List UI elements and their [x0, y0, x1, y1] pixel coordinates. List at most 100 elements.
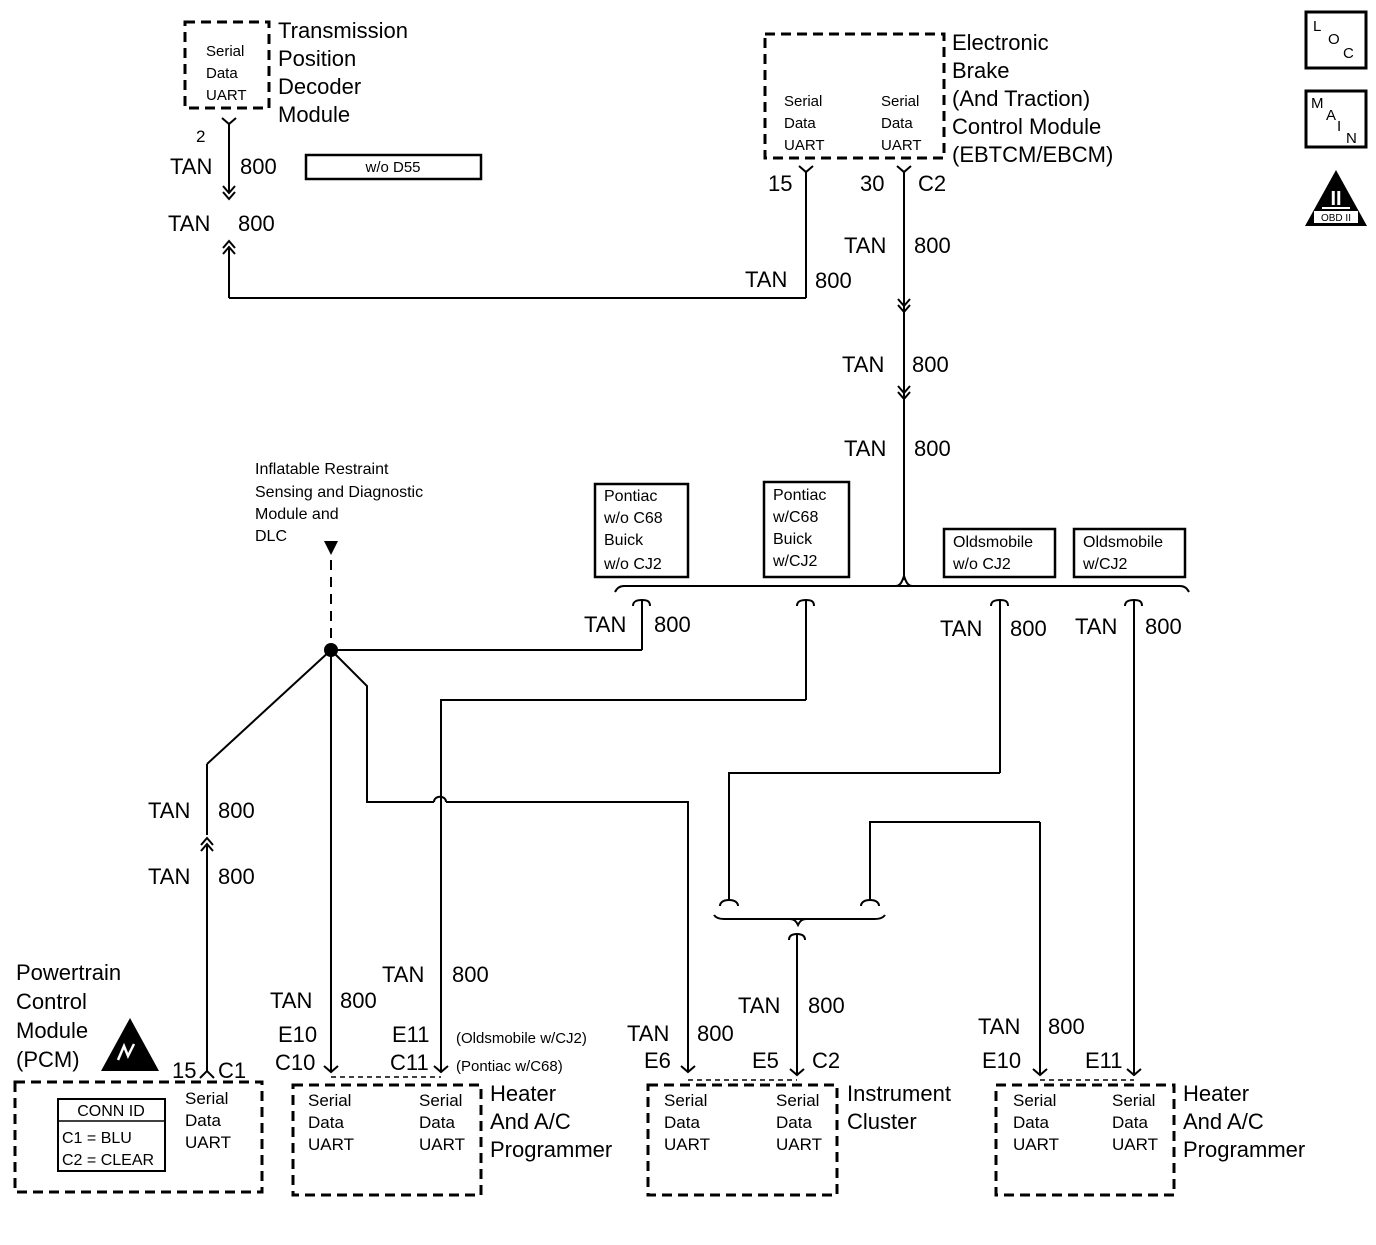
wire-circuit: 800 [238, 211, 275, 236]
wire-color: TAN [844, 436, 886, 461]
hvac-left-name: Heater [490, 1081, 556, 1106]
svg-text:UART: UART [776, 1135, 822, 1154]
svg-text:Serial: Serial [664, 1091, 707, 1110]
cluster-name: Cluster [847, 1109, 917, 1134]
wire-circuit: 800 [1010, 616, 1047, 641]
wire-circuit: 800 [697, 1021, 734, 1046]
wire-color: TAN [842, 352, 884, 377]
svg-text:I: I [1337, 118, 1341, 135]
hvac-left-box [291, 1083, 483, 1197]
svg-text:w/CJ2: w/CJ2 [772, 553, 818, 570]
arrow-down-icon [324, 541, 338, 555]
option-branch-bar: TAN 800 TAN 800 TAN 800 [584, 572, 1190, 1075]
svg-text:w/o CJ2: w/o CJ2 [603, 556, 662, 573]
wire-color: TAN [1075, 614, 1117, 639]
ebtcm-port-line: UART [881, 137, 922, 154]
ebtcm-port-line: UART [784, 137, 825, 154]
wire-color: TAN [738, 993, 780, 1018]
svg-text:w/C68: w/C68 [772, 509, 818, 526]
pin-label: C10 [275, 1050, 315, 1075]
option-olds-wo-cj2: Oldsmobile w/o CJ2 [942, 527, 1057, 579]
wire-color: TAN [940, 616, 982, 641]
splice-wires: TAN 800 TAN 800 TAN 800 TAN 800 TAN 800 [148, 649, 806, 1079]
restraint-line: Module and [255, 506, 339, 523]
option-olds-w-cj2: Oldsmobile w/CJ2 [1072, 527, 1187, 579]
svg-text:Data: Data [1013, 1113, 1049, 1132]
pin-label: E11 [392, 1022, 430, 1047]
svg-text:UART: UART [664, 1135, 710, 1154]
wire-color: TAN [584, 612, 626, 637]
pcm-name-line: Powertrain [16, 960, 121, 985]
svg-text:C1 = BLU: C1 = BLU [62, 1130, 132, 1147]
ebtcm-name-line: Brake [952, 58, 1009, 83]
tpd-wire: TAN 800 TAN 800 TAN 800 [168, 117, 852, 299]
wire-circuit: 800 [914, 436, 951, 461]
svg-text:UART: UART [1112, 1135, 1158, 1154]
pin-label: E10 [278, 1022, 317, 1047]
wire-color: TAN [148, 798, 190, 823]
instrument-cluster: E6 E5 C2 Serial Data UART Serial Data UA… [644, 1048, 951, 1197]
svg-text:L: L [1313, 18, 1321, 35]
hvac-programmer-right: E10 E11 Serial Data UART Serial Data UAR… [982, 1048, 1305, 1197]
pcm-box [13, 1080, 264, 1194]
pcm-connector: C1 [218, 1058, 246, 1083]
wire-circuit: 800 [912, 352, 949, 377]
svg-text:II: II [1330, 188, 1341, 210]
option-pontiac-wo-c68: Pontiac w/o C68 Buick w/o CJ2 [593, 482, 690, 579]
svg-text:Serial: Serial [1013, 1091, 1056, 1110]
wire-circuit: 800 [808, 993, 845, 1018]
wire-color: TAN [382, 962, 424, 987]
ebtcm-name-line: (And Traction) [952, 86, 1090, 111]
option-pontiac-w-c68: Pontiac w/C68 Buick w/CJ2 [762, 480, 851, 579]
hvac-right-name: Programmer [1183, 1137, 1305, 1162]
hvac-right-name: Heater [1183, 1081, 1249, 1106]
restraint-line: Inflatable Restraint [255, 461, 389, 478]
hvac-left-name: And A/C [490, 1109, 571, 1134]
tpd-name-line: Transmission [278, 18, 408, 43]
wire-circuit: 800 [452, 962, 489, 987]
pcm-name-line: Module [16, 1018, 88, 1043]
svg-text:UART: UART [308, 1135, 354, 1154]
wire-circuit: 800 [654, 612, 691, 637]
wire-circuit: 800 [914, 233, 951, 258]
svg-text:Pontiac: Pontiac [773, 487, 826, 504]
svg-text:Data: Data [419, 1113, 455, 1132]
svg-text:O: O [1328, 31, 1340, 48]
svg-text:Serial: Serial [776, 1091, 819, 1110]
pin-label: E10 [982, 1048, 1021, 1073]
svg-text:Data: Data [185, 1111, 221, 1130]
wire-circuit: 800 [1145, 614, 1182, 639]
cluster-name: Instrument [847, 1081, 951, 1106]
pin-label: E6 [644, 1048, 671, 1073]
ebtcm-box [763, 32, 946, 160]
wire-color: TAN [978, 1014, 1020, 1039]
svg-text:Data: Data [776, 1113, 812, 1132]
esd-warning-icon [101, 1018, 159, 1071]
ebtcm-main-wire: TAN 800 TAN 800 TAN 800 [842, 165, 951, 580]
obd-ii-icon: II OBD II [1305, 170, 1367, 226]
ebtcm-module: Serial Data UART Serial Data UART Electr… [763, 30, 1113, 196]
pcm-name-line: Control [16, 989, 87, 1014]
pin-label: E5 [752, 1048, 779, 1073]
svg-text:N: N [1346, 130, 1357, 147]
option-wo-d55: w/o D55 [304, 153, 483, 181]
cluster-join: TAN 800 TAN 800 [713, 772, 1142, 1077]
main-icon: M A I N [1304, 89, 1368, 149]
pcm-name-line: (PCM) [16, 1047, 80, 1072]
svg-text:UART: UART [1013, 1135, 1059, 1154]
ebtcm-name-line: (EBTCM/EBCM) [952, 142, 1113, 167]
tpd-name-line: Module [278, 102, 350, 127]
svg-text:Data: Data [664, 1113, 700, 1132]
svg-text:UART: UART [419, 1135, 465, 1154]
svg-text:CONN ID: CONN ID [77, 1103, 145, 1120]
wire-color: TAN [844, 233, 886, 258]
svg-text:M: M [1311, 95, 1324, 112]
tpd-module-box [183, 20, 271, 110]
tpd-port-line: Serial [206, 43, 244, 60]
svg-text:Serial: Serial [419, 1091, 462, 1110]
hvac-right-name: And A/C [1183, 1109, 1264, 1134]
wire-circuit: 800 [240, 154, 277, 179]
svg-text:w/o CJ2: w/o CJ2 [952, 556, 1011, 573]
svg-text:Serial: Serial [185, 1089, 228, 1108]
wire-color: TAN [745, 267, 787, 292]
